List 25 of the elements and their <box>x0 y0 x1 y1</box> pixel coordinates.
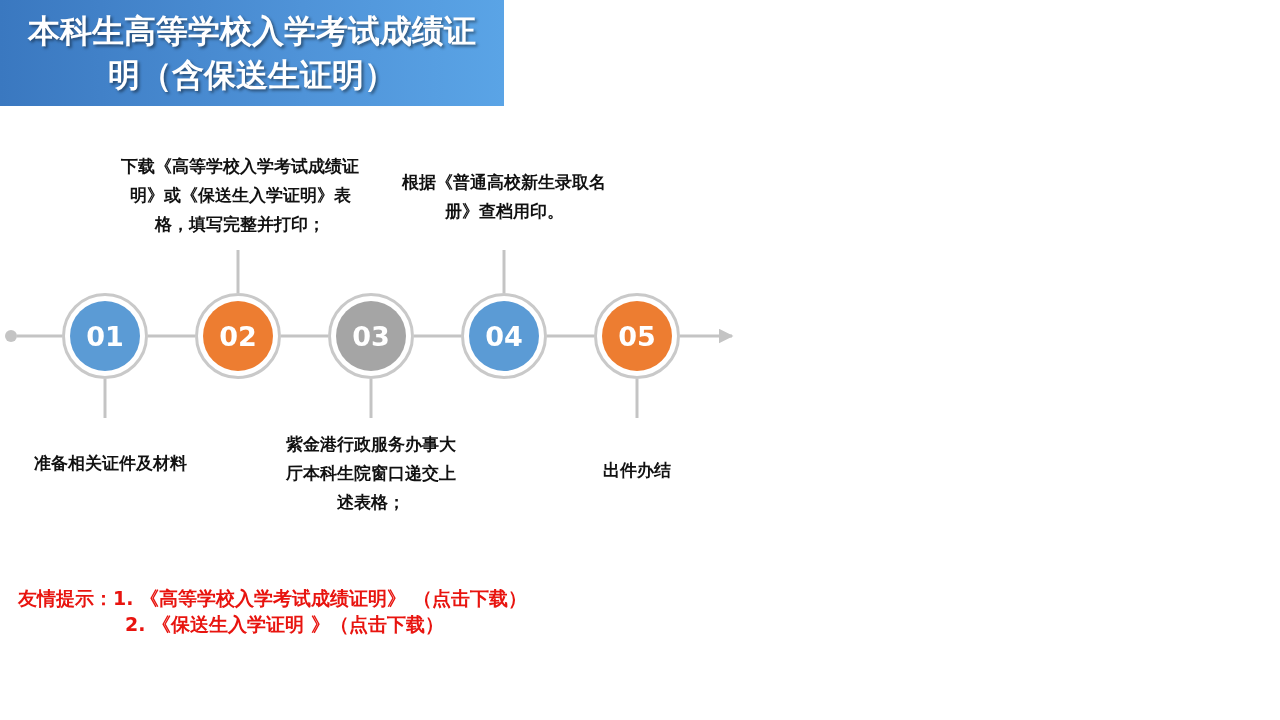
leader-line <box>236 250 240 293</box>
step-number: 02 <box>203 301 273 371</box>
leader-line <box>635 379 639 418</box>
timeline-line <box>148 334 195 338</box>
leader-line <box>502 250 506 293</box>
title: 本科生高等学校入学考试成绩证明（含保送生证明） <box>26 11 477 96</box>
timeline-line <box>281 334 328 338</box>
start-dot <box>5 330 17 342</box>
timeline-line <box>414 334 461 338</box>
download-note: 2. 《保送生入学证明 》（点击下载） <box>125 612 444 637</box>
step-number: 03 <box>336 301 406 371</box>
step-description: 下载《高等学校入学考试成绩证明》或《保送生入学证明》表格，填写完整并打印； <box>120 154 360 236</box>
leader-line <box>103 379 107 418</box>
step-description: 准备相关证件及材料 <box>33 451 187 475</box>
download-note: 友情提示：1. 《高等学校入学考试成绩证明》 （点击下载） <box>18 586 527 611</box>
step-number: 01 <box>70 301 140 371</box>
leader-line <box>369 379 373 418</box>
step-description: 出件办结 <box>603 459 671 482</box>
step-number: 05 <box>602 301 672 371</box>
timeline-line <box>17 334 62 338</box>
timeline-line <box>547 334 594 338</box>
step-number: 04 <box>469 301 539 371</box>
step-description: 紫金港行政服务办事大厅本科生院窗口递交上述表格； <box>285 432 457 514</box>
step-description: 根据《普通高校新生录取名册》查档用印。 <box>401 171 607 223</box>
arrow <box>680 328 734 344</box>
